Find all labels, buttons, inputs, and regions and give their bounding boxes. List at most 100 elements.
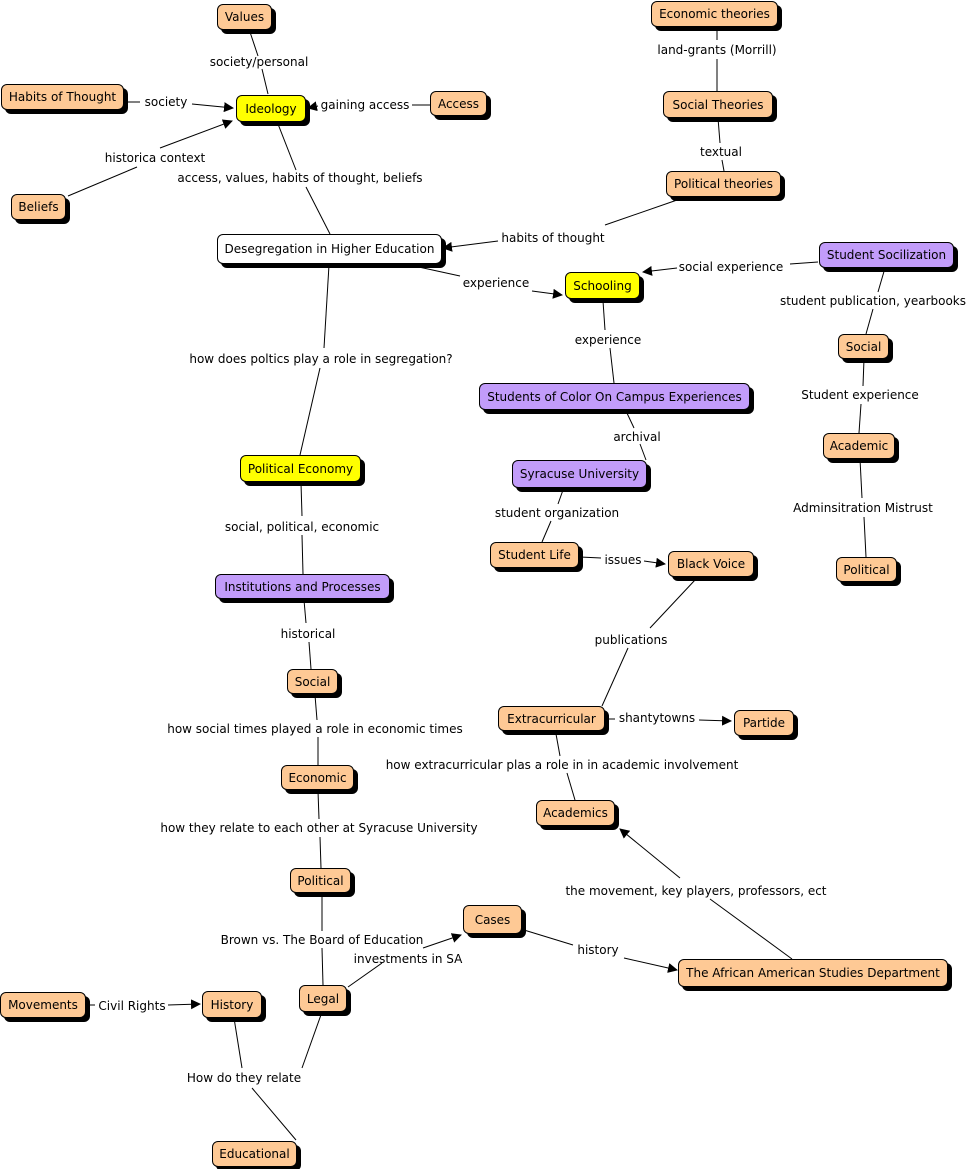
link-label: investments in SA xyxy=(354,952,463,966)
concept-label: Access xyxy=(437,96,480,111)
connector xyxy=(301,534,304,575)
concept-movements[interactable]: Movements xyxy=(0,992,86,1018)
concept-label: Desegregation in Higher Education xyxy=(224,242,435,256)
concept-label: Economic theories xyxy=(659,7,770,21)
link-label: Civil Rights xyxy=(98,999,165,1013)
concept-values[interactable]: Values xyxy=(217,4,272,30)
connector xyxy=(251,1087,297,1141)
concept-political-theories[interactable]: Political theories xyxy=(666,171,781,197)
link-label: issues xyxy=(604,553,641,567)
concept-label: Partide xyxy=(742,716,786,730)
concept-cases[interactable]: Cases xyxy=(463,905,522,934)
connector xyxy=(604,198,681,226)
concept-label: Political xyxy=(843,562,890,577)
concept-political-student[interactable]: Political xyxy=(836,557,897,582)
concept-label: The African American Studies Department xyxy=(686,966,940,980)
connector xyxy=(649,579,696,629)
link-label: experience xyxy=(463,276,530,290)
connector xyxy=(347,962,383,988)
connector xyxy=(314,694,318,721)
concept-label: Movements xyxy=(8,998,78,1012)
concept-desegregation-in-higher-education[interactable]: Desegregation in Higher Education xyxy=(217,234,442,264)
concept-label: Extracurricular xyxy=(507,711,596,726)
connector xyxy=(566,772,576,801)
concept-label: Social xyxy=(294,674,331,689)
concept-label: Political xyxy=(297,873,344,888)
concept-social-student[interactable]: Social xyxy=(838,334,889,359)
connector xyxy=(523,929,574,946)
link-label: society xyxy=(145,95,188,109)
connector xyxy=(303,599,307,624)
concept-ideology[interactable]: Ideology xyxy=(236,95,306,122)
concept-label: Ideology xyxy=(245,101,297,116)
concept-political[interactable]: Political xyxy=(290,868,351,893)
link-label: student organization xyxy=(495,506,619,520)
concept-syracuse-university[interactable]: Syracuse University xyxy=(512,460,647,488)
concept-academics[interactable]: Academics xyxy=(536,800,615,826)
link-label: historica context xyxy=(105,151,206,165)
connector xyxy=(579,556,602,559)
arrow-connector xyxy=(191,102,234,113)
arrow-connector xyxy=(442,240,499,252)
arrow-connector xyxy=(307,101,319,112)
connector xyxy=(789,261,819,265)
link-label: textual xyxy=(700,145,742,159)
connector xyxy=(541,520,552,543)
concept-label: Habits of Thought xyxy=(8,90,117,104)
concept-access[interactable]: Access xyxy=(430,91,487,116)
concept-legal[interactable]: Legal xyxy=(299,985,347,1012)
connector xyxy=(709,898,793,960)
concept-educational[interactable]: Educational xyxy=(212,1141,297,1167)
concept-label: Institutions and Processes xyxy=(224,579,381,594)
connector xyxy=(557,489,564,505)
concept-label: Black Voice xyxy=(676,557,746,571)
link-label: experience xyxy=(575,333,642,347)
concept-political-economy[interactable]: Political Economy xyxy=(240,455,361,482)
concept-beliefs[interactable]: Beliefs xyxy=(11,194,66,220)
concept-social-theories[interactable]: Social Theories xyxy=(663,91,773,118)
concept-student-socilization[interactable]: Student Socilization xyxy=(819,242,954,268)
concept-student-life[interactable]: Student Life xyxy=(490,542,579,568)
concept-extracurricular[interactable]: Extracurricular xyxy=(498,706,605,731)
concept-label: Political Economy xyxy=(247,461,354,476)
arrow-connector xyxy=(531,288,563,299)
concept-label: Values xyxy=(224,10,265,24)
arrow-connector xyxy=(698,715,732,726)
link-label: Student experience xyxy=(801,388,919,402)
connector xyxy=(277,123,297,171)
concept-label: Syracuse University xyxy=(519,467,640,481)
arrow-connector xyxy=(422,933,462,949)
link-label: Adminsitration Mistrust xyxy=(793,501,933,515)
concept-institutions-and-processes[interactable]: Institutions and Processes xyxy=(215,574,390,599)
connector xyxy=(721,159,725,172)
link-label: the movement, key players, professors, e… xyxy=(565,884,826,898)
concept-partide[interactable]: Partide xyxy=(734,710,794,736)
concept-schooling[interactable]: Schooling xyxy=(565,272,640,299)
concept-history[interactable]: History xyxy=(202,991,262,1018)
concept-label: Students of Color On Campus Experiences xyxy=(487,389,742,404)
concept-economic-theories[interactable]: Economic theories xyxy=(651,1,778,27)
concept-black-voice[interactable]: Black Voice xyxy=(668,551,754,577)
link-label: Brown vs. The Board of Education xyxy=(221,933,424,947)
concept-academic[interactable]: Academic xyxy=(823,433,895,459)
concept-students-of-color-on-campus[interactable]: Students of Color On Campus Experiences xyxy=(479,383,750,410)
connector xyxy=(67,166,138,197)
connector xyxy=(301,1011,323,1069)
concept-label: Schooling xyxy=(573,278,632,293)
connector xyxy=(639,443,647,461)
link-label: gaining access xyxy=(321,98,410,112)
link-label: access, values, habits of thought, belie… xyxy=(177,171,422,185)
connector xyxy=(305,186,331,235)
concept-label: Cases xyxy=(474,912,511,927)
concept-habits-of-thought[interactable]: Habits of Thought xyxy=(1,84,124,110)
concept-social[interactable]: Social xyxy=(287,669,338,694)
arrow-connector xyxy=(619,828,681,879)
concept-label: Political theories xyxy=(674,177,773,191)
concept-african-american-studies-department[interactable]: The African American Studies Department xyxy=(678,959,948,987)
link-label: how does poltics play a role in segregat… xyxy=(189,352,452,366)
concept-economic[interactable]: Economic xyxy=(281,765,354,790)
connector xyxy=(602,300,606,331)
concept-label: Social xyxy=(845,339,882,354)
link-label: social, political, economic xyxy=(225,520,379,534)
